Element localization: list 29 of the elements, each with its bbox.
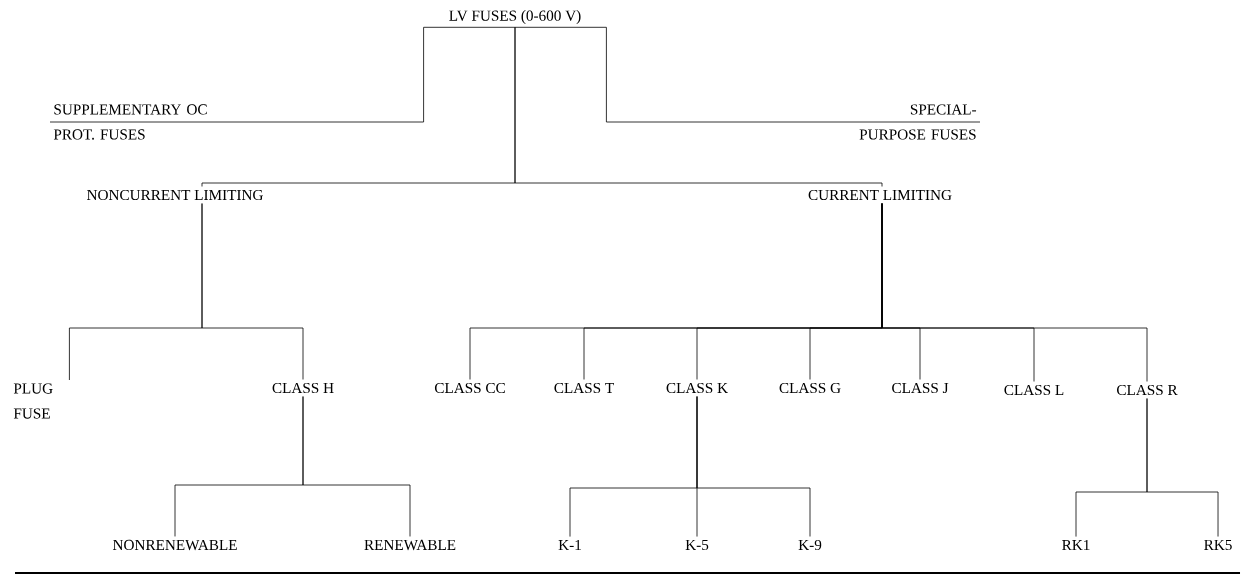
- category-label: CLASS H: [272, 382, 334, 394]
- tree-connector: [1146, 398, 1219, 537]
- tree-connector: [201, 203, 304, 380]
- category-label: NONRENEWABLE: [112, 539, 237, 551]
- category-label: K-5: [685, 539, 709, 551]
- category-label: K-9: [798, 539, 822, 551]
- tree-connector: [49, 26, 424, 123]
- category-label: PLUG FUSE: [13, 383, 53, 419]
- tree-connector: [302, 396, 411, 537]
- tree-connector: [881, 203, 1148, 382]
- category-label: SPECIAL-PURPOSE FUSES: [859, 104, 977, 140]
- category-label: SUPPLEMENTARY OC PROT. FUSES: [53, 104, 207, 140]
- tree-connector: [606, 26, 981, 123]
- category-label: RK1: [1062, 540, 1090, 551]
- tree-connector: [696, 396, 811, 537]
- category-label: K-1: [558, 540, 581, 551]
- category-label: CLASS CC: [434, 382, 505, 394]
- category-label: CLASS L: [1004, 384, 1064, 396]
- category-label: CLASS T: [554, 382, 614, 394]
- category-label: CURRENT LIMITING: [808, 189, 952, 201]
- category-label: CLASS J: [892, 382, 949, 394]
- category-label: LV FUSES (0-600 V): [423, 10, 607, 28]
- tree-connector: [514, 26, 883, 187]
- category-label: CLASS R: [1117, 384, 1178, 396]
- category-label: RENEWABLE: [364, 539, 456, 551]
- category-label: CLASS G: [779, 382, 841, 394]
- category-label: RK5: [1204, 539, 1232, 551]
- category-label: CLASS K: [666, 382, 728, 394]
- category-label: NONCURRENT LIMITING: [87, 189, 263, 201]
